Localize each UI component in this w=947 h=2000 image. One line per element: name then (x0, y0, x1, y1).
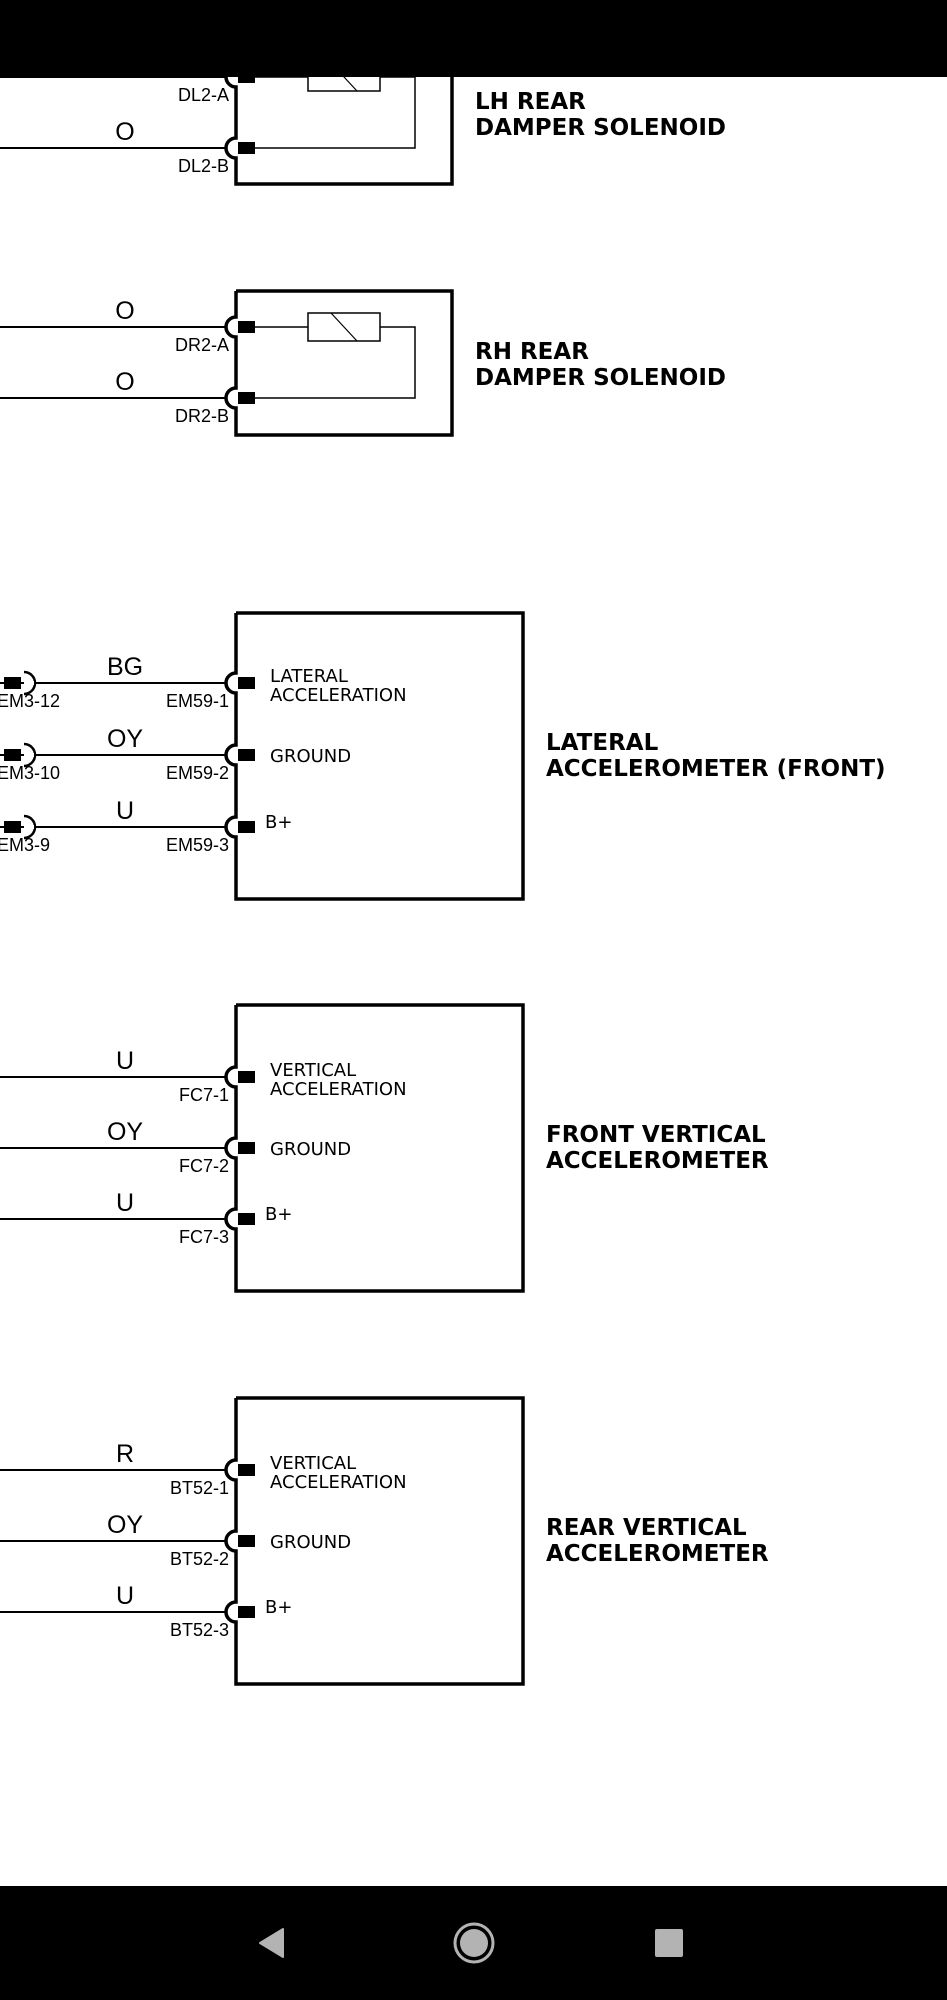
recents-button[interactable] (639, 1913, 699, 1973)
pin-function-label: ACCELERATION (270, 1079, 407, 1100)
remote-connector-shell (23, 742, 37, 768)
pin-id-label: EM59-1 (166, 691, 229, 711)
component-box-front-vertical-accelerometer (224, 1003, 525, 1293)
pin-terminal (238, 1606, 255, 1618)
home-icon (453, 1922, 495, 1964)
wire-color-label: O (115, 368, 134, 396)
status-bar (0, 0, 947, 77)
pin-id-label: DR2-A (175, 335, 229, 355)
wire-gap (24, 825, 34, 829)
wire-color-label: U (116, 1047, 134, 1075)
remote-connector-shell (23, 814, 37, 840)
remote-pin-terminal (4, 749, 21, 761)
pin-function-label: GROUND (270, 746, 351, 767)
pin-function-label: ACCELERATION (270, 685, 407, 706)
remote-pin-id-label: EM3-9 (0, 835, 50, 855)
remote-connector-shell (23, 670, 37, 696)
component-title: LATERAL (546, 730, 659, 756)
pin-function-label: B+ (265, 812, 292, 833)
pin-terminal (238, 392, 255, 404)
component-title: ACCELEROMETER (FRONT) (546, 756, 886, 782)
wire-color-label: R (116, 1440, 134, 1468)
pin-terminal (238, 321, 255, 333)
pin-function-label: ACCELERATION (270, 1472, 407, 1493)
wire-color-label: U (116, 1189, 134, 1217)
internal-return-wire (255, 76, 416, 149)
component-title: DAMPER SOLENOID (475, 365, 726, 391)
pin-terminal (238, 1142, 255, 1154)
pin-function-label: LATERAL (270, 666, 348, 687)
pin-id-label: BT52-3 (170, 1620, 229, 1640)
internal-return-wire (255, 326, 416, 399)
component-title: ACCELEROMETER (546, 1541, 769, 1567)
pin-function-label: B+ (265, 1597, 292, 1618)
remote-pin-terminal (4, 677, 21, 689)
pin-function-label: B+ (265, 1204, 292, 1225)
pin-id-label: EM59-3 (166, 835, 229, 855)
wire-color-label: OY (107, 1118, 143, 1146)
pin-id-label: FC7-1 (179, 1085, 229, 1105)
pin-id-label: FC7-2 (179, 1156, 229, 1176)
pin-id-label: FC7-3 (179, 1227, 229, 1247)
component-title: FRONT VERTICAL (546, 1122, 766, 1148)
wire-color-label: O (115, 297, 134, 325)
pin-function-label: GROUND (270, 1139, 351, 1160)
wire-color-label: O (115, 118, 134, 146)
remote-pin-id-label: EM3-12 (0, 691, 60, 711)
component-title: REAR VERTICAL (546, 1515, 747, 1541)
remote-pin-id-label: EM3-10 (0, 763, 60, 783)
component-title: ACCELEROMETER (546, 1148, 769, 1174)
pin-terminal (238, 677, 255, 689)
pin-terminal (238, 821, 255, 833)
component-title: LH REAR (475, 89, 586, 115)
wire-gap (24, 681, 34, 685)
pin-function-label: GROUND (270, 1532, 351, 1553)
pin-id-label: DL2-B (178, 156, 229, 176)
wire-color-label: OY (107, 725, 143, 753)
pin-terminal (238, 1071, 255, 1083)
back-button[interactable] (243, 1913, 303, 1973)
pin-id-label: DR2-B (175, 406, 229, 426)
solenoid-coil-slash (330, 312, 358, 342)
pin-id-label: BT52-1 (170, 1478, 229, 1498)
navigation-bar (0, 1886, 947, 2000)
remote-pin-terminal (4, 821, 21, 833)
home-button[interactable] (444, 1913, 504, 1973)
pin-id-label: EM59-2 (166, 763, 229, 783)
pin-terminal (238, 749, 255, 761)
component-box-lateral-accelerometer-front (224, 611, 525, 901)
wire-color-label: U (116, 1582, 134, 1610)
component-box-rear-vertical-accelerometer (224, 1396, 525, 1686)
pin-id-label: DL2-A (178, 85, 229, 105)
wire-color-label: U (116, 797, 134, 825)
pin-function-label: VERTICAL (270, 1453, 356, 1474)
pin-terminal (238, 1535, 255, 1547)
component-title: DAMPER SOLENOID (475, 115, 726, 141)
back-icon (259, 1928, 284, 1958)
pin-terminal (238, 142, 255, 154)
recents-icon (655, 1929, 683, 1957)
pin-function-label: VERTICAL (270, 1060, 356, 1081)
pin-terminal (238, 1464, 255, 1476)
component-box-rh-rear-damper (224, 289, 454, 437)
wire-color-label: OY (107, 1511, 143, 1539)
component-title: RH REAR (475, 339, 589, 365)
wire-gap (24, 753, 34, 757)
pin-id-label: BT52-2 (170, 1549, 229, 1569)
pin-terminal (238, 1213, 255, 1225)
wire-color-label: BG (107, 653, 143, 681)
